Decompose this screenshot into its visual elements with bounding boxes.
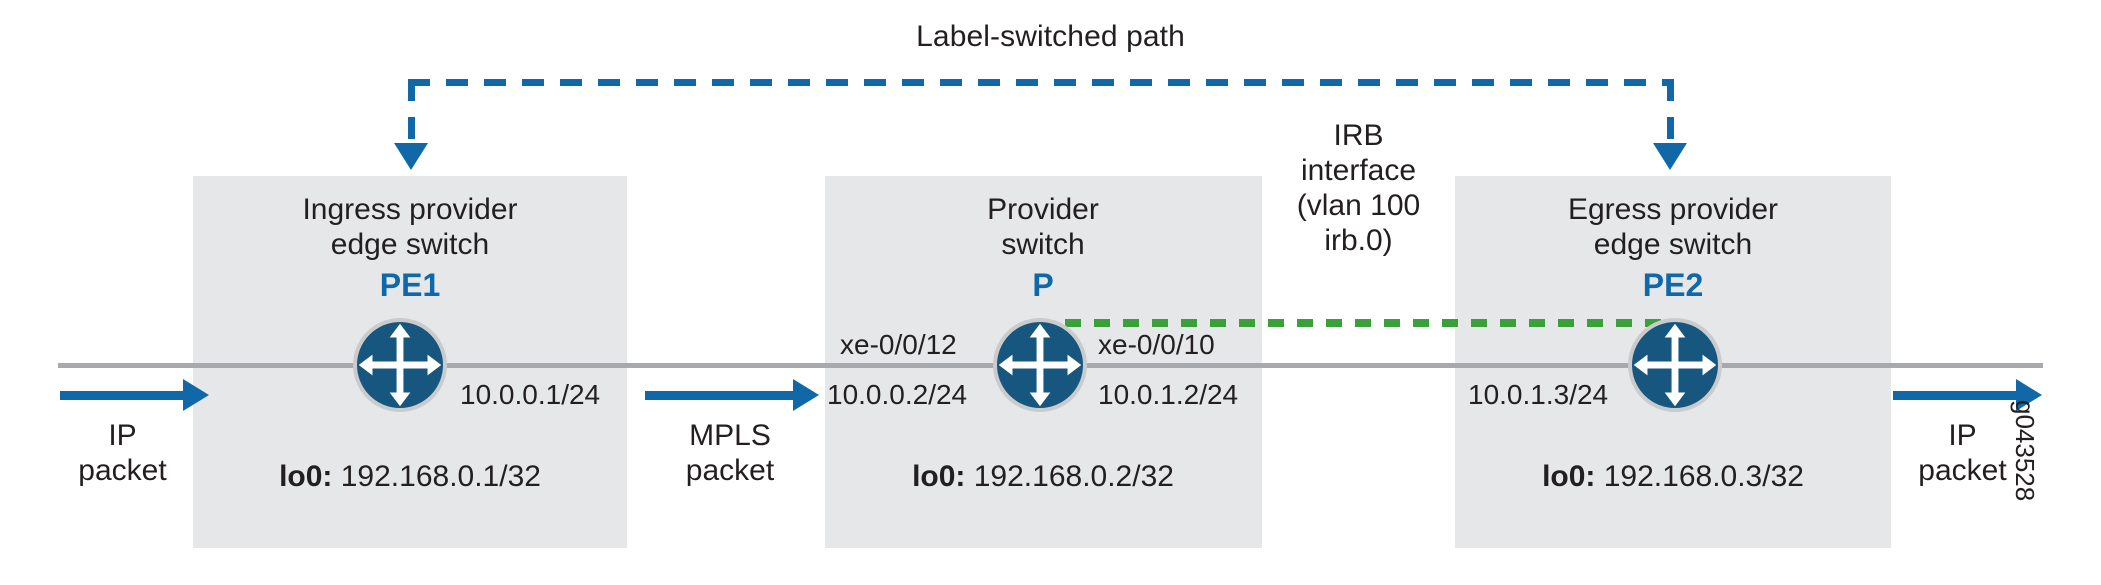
- figure-watermark: g043528: [2010, 400, 2040, 502]
- mpls-packet-line1: MPLS: [689, 419, 771, 452]
- ingress-ip-packet-line2: packet: [78, 454, 167, 488]
- pe1-node-id: PE1: [379, 267, 441, 303]
- lsp-label: Label-switched path: [916, 20, 1185, 53]
- ingress-ip-packet-arrow-shaft: [60, 391, 185, 400]
- p-left-address: 10.0.0.2/24: [827, 379, 968, 410]
- mpls-packet-arrowhead-icon: [793, 379, 819, 411]
- p-loopback-label: lo0:: [912, 460, 966, 493]
- lsp-right-arrowhead-icon: [1653, 143, 1687, 170]
- pe1-loopback-label: lo0:: [279, 460, 333, 493]
- lsp-horizontal-dashed-line: [408, 79, 1674, 86]
- ingress-ip-packet-label: IP packet: [45, 418, 200, 489]
- p-role-line1: Provider: [987, 193, 1099, 226]
- pe1-right-address: 10.0.0.1/24: [460, 379, 601, 410]
- pe1-role-line1: Ingress provider: [302, 193, 518, 226]
- pe1-role-line2: edge switch: [330, 228, 490, 262]
- p-left-interface: xe-0/0/12: [840, 329, 957, 360]
- p-right-address: 10.0.1.2/24: [1098, 379, 1239, 410]
- ingress-ip-packet-line1: IP: [108, 419, 137, 452]
- pe2-role-line2: edge switch: [1593, 228, 1753, 262]
- pe2-role-label: Egress provider edge switch: [1453, 192, 1893, 263]
- pe1-role-label: Ingress provider edge switch: [190, 192, 630, 263]
- lsp-left-dashed-drop: [408, 79, 415, 147]
- pe2-left-address: 10.0.1.3/24: [1468, 379, 1609, 410]
- p-node-id: P: [1032, 267, 1054, 303]
- egress-ip-packet-arrowhead-icon: [2016, 379, 2042, 411]
- pe2-node-id: PE2: [1642, 267, 1704, 303]
- egress-ip-packet-label: IP packet: [1885, 418, 2040, 489]
- irb-label-line3: (vlan 100: [1296, 189, 1421, 223]
- p-loopback-address: 192.168.0.2/32: [973, 460, 1174, 493]
- router-node-pe1[interactable]: [353, 318, 447, 412]
- p-right-interface: xe-0/0/10: [1098, 329, 1215, 360]
- pe2-role-line1: Egress provider: [1567, 193, 1779, 226]
- router-node-p[interactable]: [993, 318, 1087, 412]
- irb-label-line1: IRB: [1333, 119, 1384, 152]
- irb-interface-label: IRB interface (vlan 100 irb.0): [1262, 118, 1455, 258]
- egress-ip-packet-line1: IP: [1948, 419, 1977, 452]
- mpls-packet-label: MPLS packet: [640, 418, 820, 489]
- pe2-loopback-address: 192.168.0.3/32: [1603, 460, 1804, 493]
- irb-label-line2: interface: [1300, 154, 1417, 188]
- router-node-pe2[interactable]: [1628, 318, 1722, 412]
- lsp-right-dashed-drop: [1667, 79, 1674, 147]
- egress-ip-packet-line2: packet: [1918, 454, 2007, 488]
- mpls-packet-arrow-shaft: [645, 391, 795, 400]
- pe2-loopback-label: lo0:: [1542, 460, 1596, 493]
- irb-label-line4: irb.0): [1324, 224, 1393, 258]
- p-role-label: Provider switch: [823, 192, 1263, 263]
- mpls-packet-line2: packet: [685, 454, 775, 488]
- irb-interface-dotted-line: [1065, 319, 1679, 327]
- lsp-left-arrowhead-icon: [394, 143, 428, 170]
- pe1-loopback: lo0: 192.168.0.1/32: [190, 460, 630, 494]
- ingress-ip-packet-arrowhead-icon: [183, 379, 209, 411]
- p-loopback: lo0: 192.168.0.2/32: [823, 460, 1263, 494]
- p-role-line2: switch: [1001, 228, 1085, 262]
- pe2-loopback: lo0: 192.168.0.3/32: [1453, 460, 1893, 494]
- egress-ip-packet-arrow-shaft: [1893, 391, 2018, 400]
- pe1-loopback-address: 192.168.0.1/32: [340, 460, 541, 493]
